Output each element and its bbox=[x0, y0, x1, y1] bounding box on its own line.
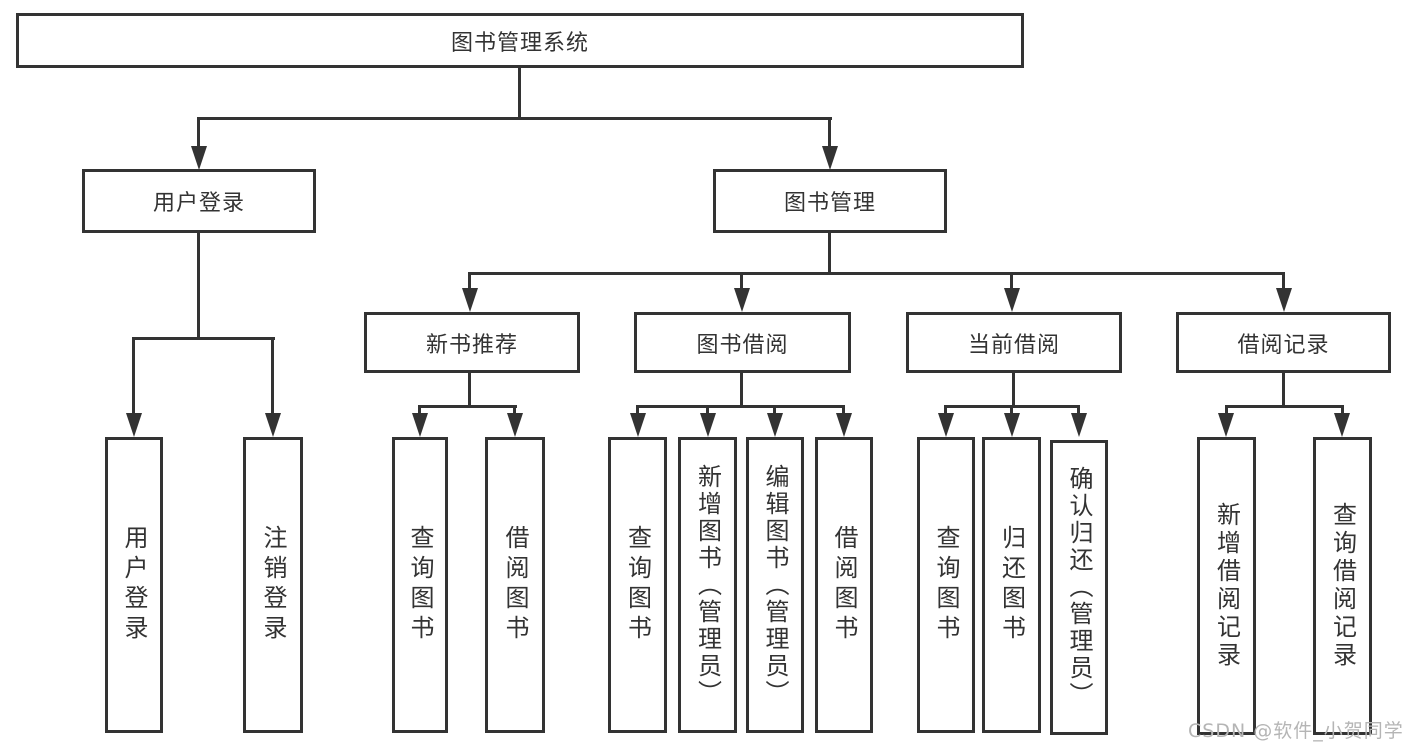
arrowhead-to-cb-query bbox=[938, 413, 954, 437]
leaf-bb-borrow-books: 借阅图书 bbox=[815, 437, 873, 733]
leaf-user-login: 用户登录 bbox=[105, 437, 163, 733]
edge-new-book-rec-bar bbox=[419, 405, 517, 408]
arrowhead-to-bb-borrow bbox=[836, 413, 852, 437]
edge-book-mgmt-bar bbox=[469, 272, 1285, 275]
arrowhead-to-book-mgmt bbox=[822, 146, 838, 170]
arrowhead-to-br-add bbox=[1218, 413, 1234, 437]
edge-user-login-trunk bbox=[197, 233, 200, 337]
edge-stem-bb-add bbox=[706, 405, 709, 417]
edge-user-login-bar bbox=[133, 337, 275, 340]
arrowhead-to-cb-confirm bbox=[1071, 413, 1087, 437]
leaf-br-query-record: 查询借阅记录 bbox=[1313, 437, 1372, 735]
arrowhead-to-nbr-query bbox=[412, 413, 428, 437]
arrowhead-to-bb-edit bbox=[767, 413, 783, 437]
leaf-cb-query-books: 查询图书 bbox=[917, 437, 975, 733]
leaf-cb-confirm-return-admin: 确认归还（管理员） bbox=[1050, 440, 1108, 735]
arrowhead-to-bb-add bbox=[700, 413, 716, 437]
edge-stem-br-query bbox=[1341, 405, 1344, 417]
arrowhead-to-user-login bbox=[191, 146, 207, 170]
edge-book-mgmt-trunk bbox=[828, 233, 831, 272]
leaf-cb-return-books: 归还图书 bbox=[982, 437, 1041, 733]
edge-new-book-rec-trunk bbox=[468, 373, 471, 405]
arrowhead-to-leaf-logout bbox=[265, 413, 281, 437]
leaf-nbr-query-books: 查询图书 bbox=[392, 437, 448, 733]
leaf-bb-add-books-admin: 新增图书（管理员） bbox=[678, 437, 737, 733]
arrowhead-to-leaf-user-login bbox=[126, 413, 142, 437]
edge-stem-cb-return bbox=[1010, 405, 1013, 417]
edge-stem-book-borrow bbox=[740, 272, 743, 292]
edge-root-stem-user-login bbox=[197, 117, 200, 152]
edge-book-borrow-trunk bbox=[740, 373, 743, 405]
edge-borrow-records-bar bbox=[1225, 405, 1344, 408]
edge-stem-nbr-borrow bbox=[513, 405, 516, 417]
edge-stem-cb-confirm bbox=[1077, 405, 1080, 417]
arrowhead-to-bb-query bbox=[630, 413, 646, 437]
arrowhead-to-current-borrow bbox=[1004, 288, 1020, 312]
node-book-mgmt: 图书管理 bbox=[713, 169, 947, 233]
leaf-bb-edit-books-admin: 编辑图书（管理员） bbox=[746, 437, 804, 733]
edge-stem-bb-edit bbox=[773, 405, 776, 417]
edge-stem-nbr-query bbox=[418, 405, 421, 417]
edge-root-trunk bbox=[518, 68, 521, 117]
edge-stem-br-add bbox=[1225, 405, 1228, 417]
arrowhead-to-new-book-rec bbox=[462, 288, 478, 312]
leaf-logout: 注销登录 bbox=[243, 437, 303, 733]
edge-borrow-records-trunk bbox=[1282, 373, 1285, 405]
edge-root-bar bbox=[198, 117, 832, 120]
node-borrow-records: 借阅记录 bbox=[1176, 312, 1391, 373]
edge-stem-leaf-logout bbox=[271, 337, 274, 415]
arrowhead-to-br-query bbox=[1334, 413, 1350, 437]
arrowhead-to-borrow-records bbox=[1276, 288, 1292, 312]
edge-stem-current-borrow bbox=[1010, 272, 1013, 292]
edge-stem-leaf-user-login bbox=[132, 337, 135, 415]
node-user-login: 用户登录 bbox=[82, 169, 316, 233]
node-root: 图书管理系统 bbox=[16, 13, 1024, 68]
node-new-book-rec: 新书推荐 bbox=[364, 312, 580, 373]
edge-current-borrow-trunk bbox=[1012, 373, 1015, 405]
node-current-borrow: 当前借阅 bbox=[906, 312, 1122, 373]
leaf-bb-query-books: 查询图书 bbox=[608, 437, 667, 733]
node-book-borrow: 图书借阅 bbox=[634, 312, 851, 373]
edge-stem-cb-query bbox=[944, 405, 947, 417]
leaf-br-add-record: 新增借阅记录 bbox=[1197, 437, 1256, 735]
arrowhead-to-cb-return bbox=[1004, 413, 1020, 437]
edge-stem-bb-borrow bbox=[842, 405, 845, 417]
arrowhead-to-nbr-borrow bbox=[507, 413, 523, 437]
csdn-watermark: CSDN @软件_小贺同学 bbox=[1188, 720, 1404, 742]
arrowhead-to-book-borrow bbox=[734, 288, 750, 312]
leaf-nbr-borrow-books: 借阅图书 bbox=[485, 437, 545, 733]
edge-stem-new-book-rec bbox=[468, 272, 471, 292]
edge-book-borrow-bar bbox=[636, 405, 845, 408]
edge-stem-borrow-records bbox=[1282, 272, 1285, 292]
edge-root-stem-book-mgmt bbox=[828, 117, 831, 152]
edge-stem-bb-query bbox=[636, 405, 639, 417]
